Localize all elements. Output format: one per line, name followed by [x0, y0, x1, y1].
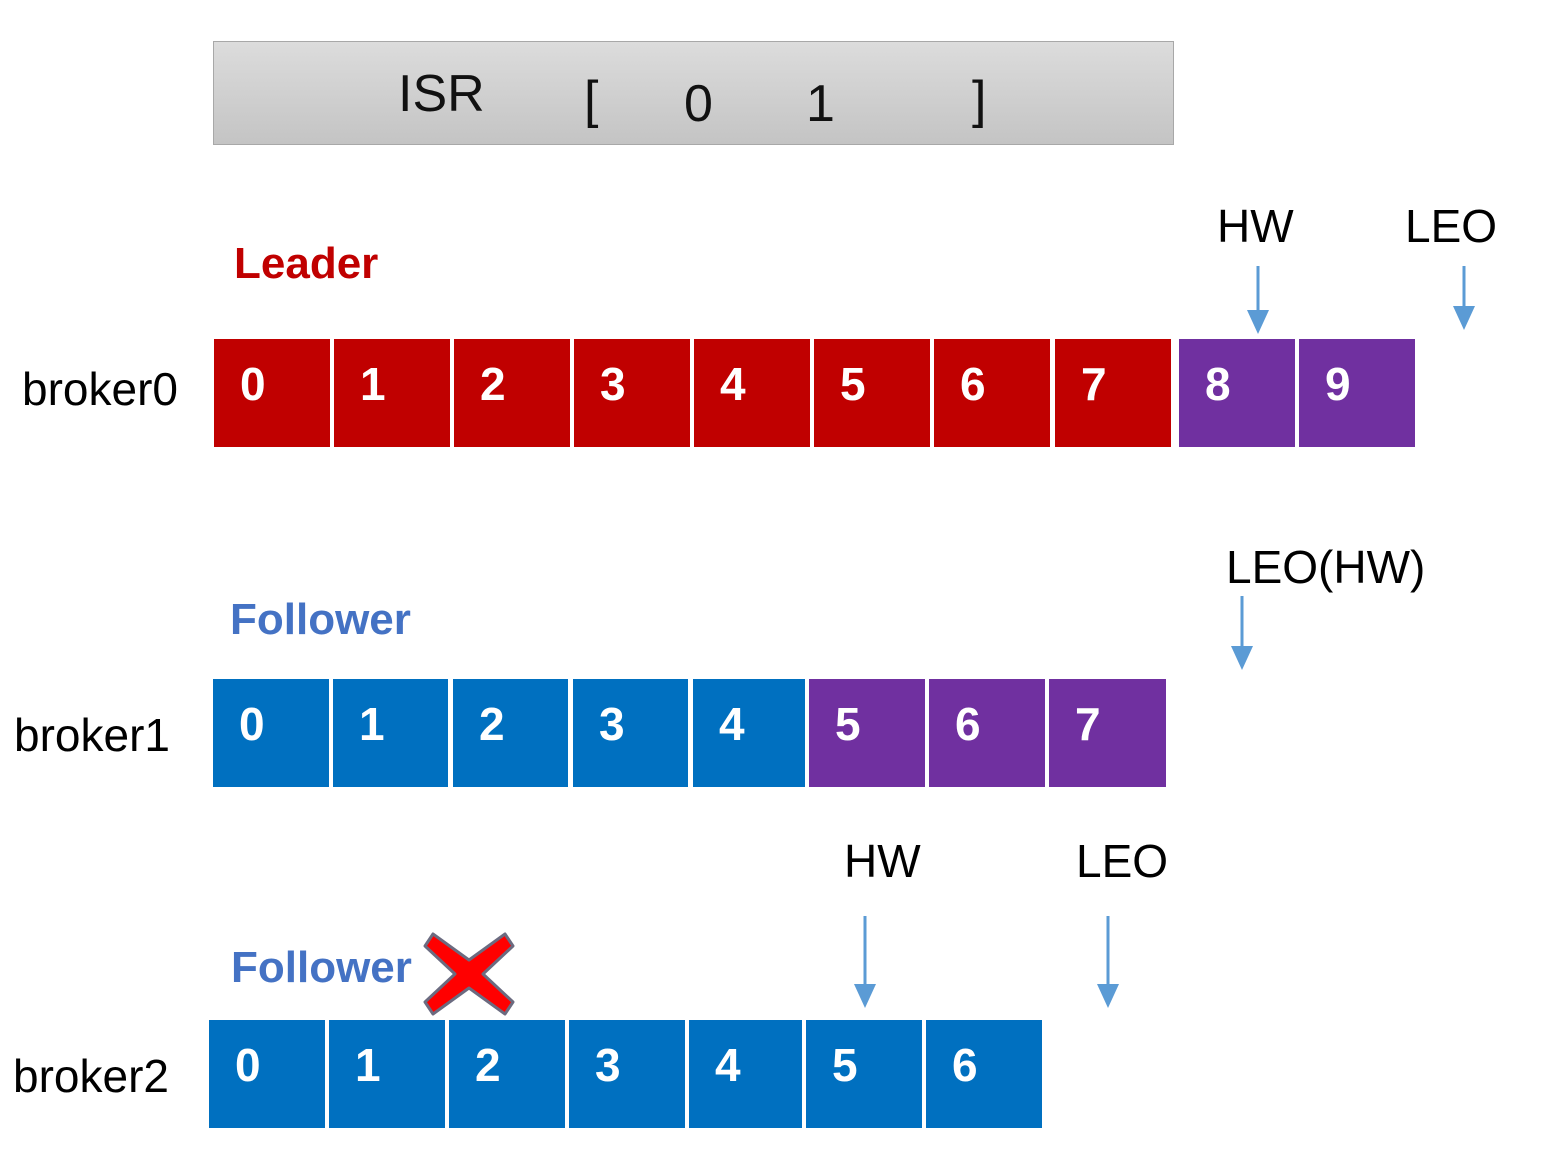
- offset-label: 0: [240, 358, 266, 410]
- offset-label: 6: [960, 358, 986, 410]
- failed-cross-icon: [423, 932, 515, 1016]
- offset-label: 9: [1325, 358, 1351, 410]
- broker-label: broker0: [22, 363, 178, 415]
- offset-label: 1: [355, 1039, 381, 1091]
- log-cell-committed: 1: [334, 339, 450, 447]
- offset-label: 3: [600, 358, 626, 410]
- offset-label: 2: [475, 1039, 501, 1091]
- offset-label: 2: [480, 358, 506, 410]
- offset-label: 4: [715, 1039, 741, 1091]
- offset-label: 8: [1205, 358, 1231, 410]
- offset-label: 7: [1081, 358, 1107, 410]
- hw-marker-label: HW: [844, 835, 921, 887]
- leo-hw-marker-label: LEO(HW): [1226, 541, 1426, 593]
- arrow-down-icon: [854, 916, 876, 1008]
- log-cell-committed: 3: [569, 1020, 685, 1128]
- log-cell-uncommitted: 6: [929, 679, 1045, 787]
- log-cell-committed: 0: [214, 339, 330, 447]
- offset-label: 7: [1075, 698, 1101, 750]
- log-cell-uncommitted: 5: [809, 679, 925, 787]
- log-cell-committed: 2: [449, 1020, 565, 1128]
- log-cell-committed: 4: [694, 339, 810, 447]
- offset-label: 2: [479, 698, 505, 750]
- log-cell-committed: 1: [333, 679, 448, 787]
- offset-label: 5: [840, 358, 866, 410]
- arrow-down-icon: [1097, 916, 1119, 1008]
- log-cell-committed: 5: [806, 1020, 922, 1128]
- leo-marker-label: LEO: [1076, 835, 1169, 887]
- broker-label: broker1: [14, 709, 170, 761]
- isr-bar: [213, 41, 1174, 145]
- leo-marker-label: LEO: [1405, 200, 1498, 252]
- log-cell-committed: 3: [574, 339, 690, 447]
- isr-label: ISR: [398, 65, 485, 123]
- offset-label: 6: [952, 1039, 978, 1091]
- arrow-down-icon: [1231, 596, 1253, 670]
- isr-member: 1: [806, 75, 835, 133]
- log-cell-committed: 1: [329, 1020, 445, 1128]
- log-cell-committed: 0: [213, 679, 329, 787]
- offset-label: 4: [720, 358, 746, 410]
- log-cell-committed: 5: [814, 339, 930, 447]
- offset-label: 0: [235, 1039, 261, 1091]
- role-label-follower: Follower: [230, 595, 411, 644]
- log-cell-committed: 6: [934, 339, 1050, 447]
- log-cell-committed: 4: [693, 679, 805, 787]
- log-cell-committed: 6: [926, 1020, 1042, 1128]
- offset-label: 6: [955, 698, 981, 750]
- log-cell-committed: 2: [454, 339, 570, 447]
- isr-member: 0: [684, 75, 713, 133]
- arrow-down-icon: [1453, 266, 1475, 330]
- broker-label: broker2: [13, 1050, 169, 1102]
- role-label-leader: Leader: [234, 239, 379, 288]
- isr-open-bracket: [: [584, 71, 599, 129]
- log-cell-uncommitted: 9: [1299, 339, 1415, 447]
- log-cell-committed: 4: [689, 1020, 802, 1128]
- isr-close-bracket: ]: [972, 71, 987, 129]
- offset-label: 5: [835, 698, 861, 750]
- offset-label: 1: [359, 698, 385, 750]
- role-label-follower: Follower: [231, 943, 412, 992]
- log-cell-uncommitted: 8: [1179, 339, 1295, 447]
- log-cell-uncommitted: 7: [1049, 679, 1166, 787]
- offset-label: 5: [832, 1039, 858, 1091]
- arrow-down-icon: [1247, 266, 1269, 334]
- hw-marker-label: HW: [1217, 200, 1294, 252]
- offset-label: 1: [360, 358, 386, 410]
- offset-label: 4: [719, 698, 745, 750]
- offset-label: 3: [599, 698, 625, 750]
- offset-label: 0: [239, 698, 265, 750]
- offset-label: 3: [595, 1039, 621, 1091]
- log-cell-committed: 7: [1055, 339, 1171, 447]
- log-cell-committed: 3: [573, 679, 688, 787]
- log-cell-committed: 2: [453, 679, 568, 787]
- log-cell-committed: 0: [209, 1020, 325, 1128]
